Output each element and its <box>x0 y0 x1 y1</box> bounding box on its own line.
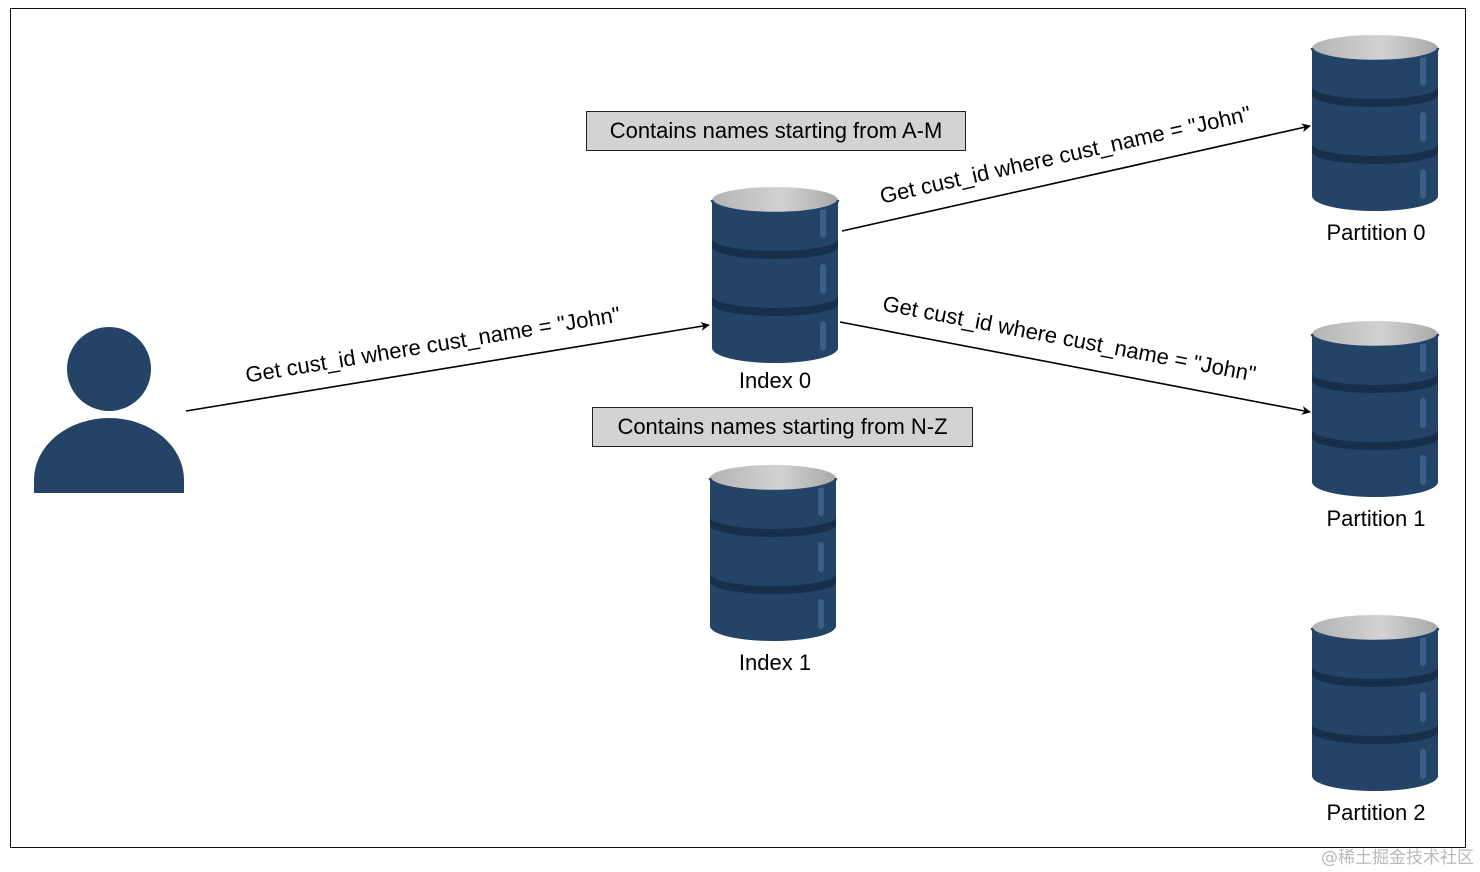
partition-0-database-icon <box>1310 33 1440 213</box>
edge-label-index0-to-partition1: Get cust_id where cust_name = "John" <box>881 291 1258 387</box>
edge-label-user-to-index0: Get cust_id where cust_name = "John" <box>244 302 622 388</box>
label-partition-2: Partition 2 <box>1326 800 1426 825</box>
note-index0-range: Contains names starting from A-M <box>586 111 966 151</box>
edge-index0-to-partition0 <box>841 123 1311 232</box>
index-0-database-icon <box>710 185 840 365</box>
label-partition-0: Partition 0 <box>1326 220 1426 245</box>
label-partition-1: Partition 1 <box>1326 506 1426 531</box>
index-1-database-icon <box>708 463 838 643</box>
label-index-1: Index 1 <box>738 650 812 675</box>
note-index1-range: Contains names starting from N-Z <box>592 407 973 447</box>
edge-user-to-index0 <box>185 321 710 412</box>
edge-index0-to-partition1 <box>839 321 1311 415</box>
diagram-frame <box>10 8 1466 848</box>
partition-2-database-icon <box>1310 613 1440 793</box>
partition-1-database-icon <box>1310 319 1440 499</box>
watermark: @稀土掘金技术社区 <box>1321 848 1474 868</box>
user-icon <box>34 327 184 493</box>
label-index-0: Index 0 <box>738 368 812 393</box>
